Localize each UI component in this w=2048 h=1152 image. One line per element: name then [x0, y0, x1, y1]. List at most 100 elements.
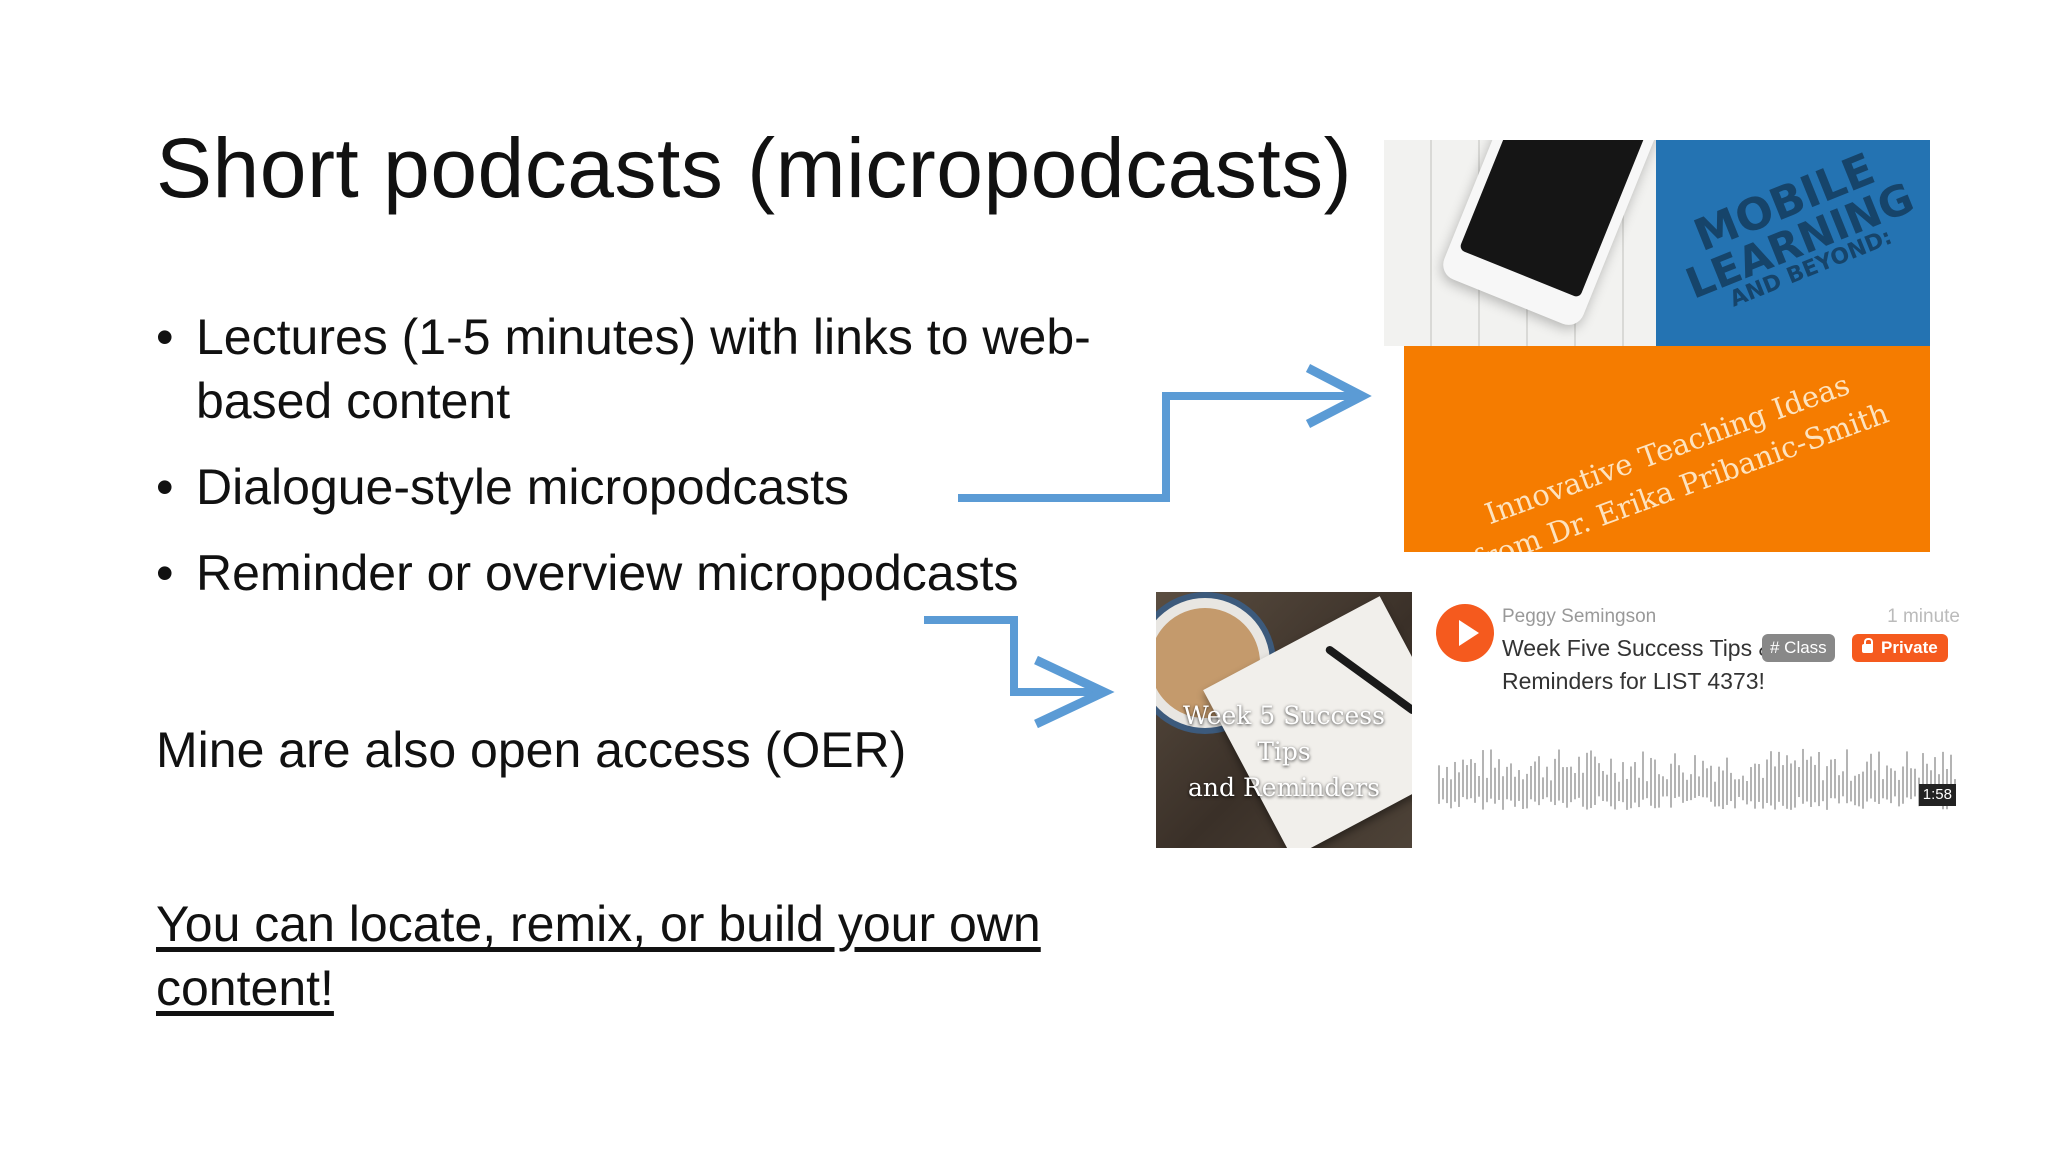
waveform-bar	[1866, 761, 1868, 802]
waveform-bar	[1682, 772, 1684, 803]
waveform-bar	[1542, 777, 1544, 800]
arrow-to-cover-head-icon	[1305, 364, 1372, 428]
waveform-bar	[1730, 772, 1732, 802]
waveform-bar	[1702, 760, 1704, 798]
waveform-bar	[1902, 766, 1904, 804]
waveform-bar	[1570, 766, 1572, 803]
waveform-bar	[1438, 765, 1440, 804]
waveform-bar	[1802, 748, 1804, 804]
time-badge: 1:58	[1918, 784, 1956, 806]
callout-link[interactable]: You can locate, remix, or build your own…	[156, 896, 1041, 1016]
waveform-bar	[1610, 758, 1612, 807]
cover-subtitle-line2: from Dr. Erika Pribanic-Smith	[1468, 395, 1893, 552]
play-button[interactable]	[1436, 604, 1494, 662]
waveform-bar	[1686, 779, 1688, 801]
waveform-bar	[1498, 759, 1500, 800]
waveform-bar	[1874, 770, 1876, 802]
waveform-bar	[1694, 755, 1696, 798]
waveform-bar	[1890, 768, 1892, 804]
waveform-bar	[1950, 754, 1952, 802]
waveform-bar	[1714, 781, 1716, 807]
waveform-bar	[1826, 766, 1828, 810]
waveform-bar	[1806, 759, 1808, 802]
track-title[interactable]: Week Five Success Tips & Reminders for L…	[1502, 635, 1774, 694]
waveform-bar	[1582, 772, 1584, 807]
waveform-bar	[1926, 763, 1928, 800]
duration-label: 1 minute	[1887, 606, 1960, 627]
waveform-bar	[1470, 759, 1472, 799]
episode-thumbnail[interactable]: Week 5 Success Tips and Reminders	[1156, 592, 1412, 848]
waveform-bar	[1522, 779, 1524, 809]
private-label: Private	[1881, 638, 1938, 657]
waveform-bar	[1634, 762, 1636, 803]
waveform-bar	[1486, 777, 1488, 803]
waveform-bar	[1710, 765, 1712, 802]
waveform-bar	[1774, 766, 1776, 810]
waveform-bar	[1882, 779, 1884, 799]
waveform-bar	[1506, 766, 1508, 800]
waveform-bar	[1862, 771, 1864, 809]
waveform-bar	[1750, 767, 1752, 802]
waveform-bar	[1830, 759, 1832, 799]
cover-blue-panel: MOBILE LEARNING AND BEYOND:	[1656, 140, 1930, 346]
waveform-bar	[1622, 762, 1624, 803]
waveform-bar	[1646, 781, 1648, 799]
tablet-icon	[1438, 140, 1664, 330]
waveform-bar	[1906, 751, 1908, 798]
waveform-bar	[1898, 779, 1900, 807]
thumbnail-caption-line1: Week 5 Success Tips	[1183, 701, 1385, 766]
waveform-bar	[1766, 759, 1768, 803]
waveform-bar	[1850, 780, 1852, 802]
waveform-bar	[1526, 773, 1528, 809]
waveform-bar	[1870, 753, 1872, 799]
waveform-bar	[1754, 763, 1756, 809]
oer-note: Mine are also open access (OER)	[156, 722, 907, 778]
waveform-bar	[1630, 766, 1632, 809]
waveform-bar	[1458, 772, 1460, 807]
waveform-bar	[1790, 763, 1792, 810]
waveform-bar	[1818, 751, 1820, 807]
waveform-bar	[1922, 753, 1924, 797]
author-name[interactable]: Peggy Semingson	[1502, 606, 1657, 627]
arrow-to-player-head-icon	[1034, 655, 1115, 729]
waveform-bar	[1494, 767, 1496, 804]
waveform-bar	[1490, 749, 1492, 799]
waveform-bar	[1638, 777, 1640, 808]
waveform-bar	[1758, 764, 1760, 802]
waveform-bar	[1446, 766, 1448, 804]
waveform-bar	[1718, 766, 1720, 807]
waveform-bar	[1474, 762, 1476, 803]
class-tag-badge[interactable]: # Class	[1762, 634, 1835, 662]
slide-title: Short podcasts (micropodcasts)	[156, 121, 1353, 215]
waveform-bar	[1558, 749, 1560, 801]
waveform-bar	[1842, 771, 1844, 797]
waveform[interactable]	[1436, 740, 1960, 830]
waveform-bar	[1578, 756, 1580, 798]
waveform-bar	[1466, 765, 1468, 800]
waveform-bar	[1602, 770, 1604, 802]
waveform-bar	[1554, 758, 1556, 806]
waveform-bar	[1618, 781, 1620, 802]
waveform-bar	[1910, 768, 1912, 800]
waveform-bar	[1442, 778, 1444, 800]
waveform-bar	[1614, 772, 1616, 810]
waveform-bar	[1574, 773, 1576, 800]
waveform-bar	[1734, 779, 1736, 809]
waveform-bar	[1778, 751, 1780, 802]
waveform-bar	[1738, 779, 1740, 797]
cover-subtitle: Innovative Teaching Ideas from Dr. Erika…	[1444, 352, 1904, 552]
waveform-bar	[1666, 779, 1668, 797]
waveform-bar	[1770, 751, 1772, 806]
bullet-reminder: Reminder or overview micropodcasts	[156, 541, 1206, 605]
waveform-bar	[1878, 751, 1880, 804]
waveform-bar	[1546, 766, 1548, 798]
waveform-bar	[1514, 776, 1516, 807]
waveform-bar	[1894, 770, 1896, 797]
waveform-bar	[1698, 776, 1700, 797]
bullet-lectures: Lectures (1-5 minutes) with links to web…	[156, 305, 1206, 433]
waveform-bar	[1670, 763, 1672, 808]
waveform-bar	[1538, 756, 1540, 806]
bullet-list: Lectures (1-5 minutes) with links to web…	[156, 305, 1206, 627]
waveform-bar	[1650, 757, 1652, 806]
waveform-bar	[1838, 775, 1840, 804]
